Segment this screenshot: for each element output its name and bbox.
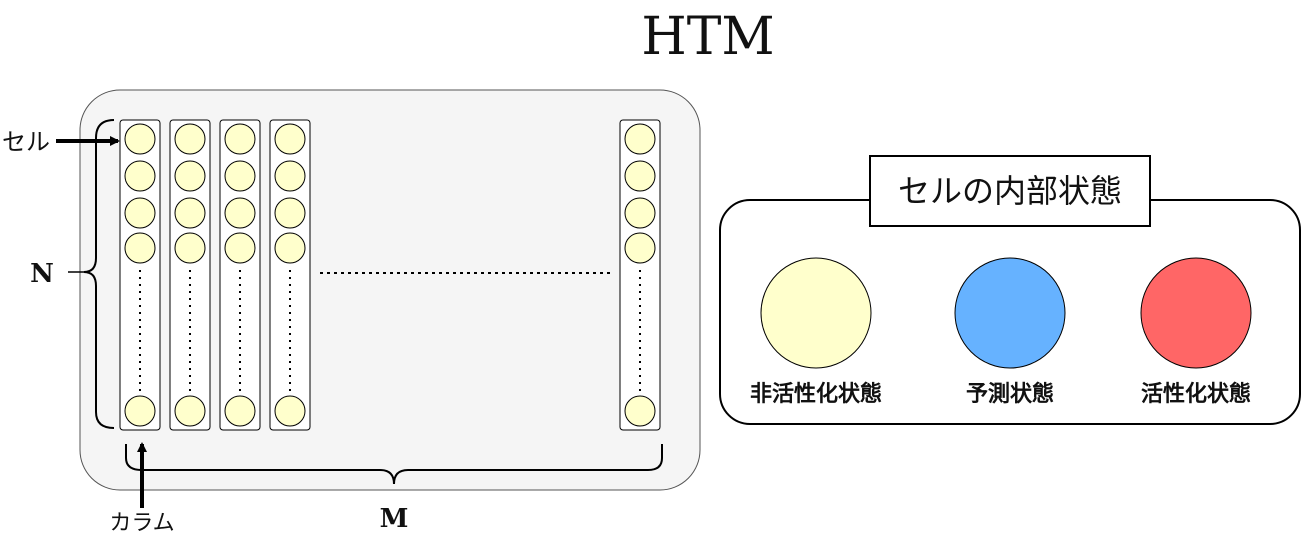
cell bbox=[274, 395, 306, 427]
legend-title: セルの内部状態 bbox=[898, 172, 1122, 210]
cell bbox=[124, 395, 156, 427]
active-state-label: 活性化状態 bbox=[1141, 381, 1251, 407]
cell bbox=[224, 232, 256, 264]
legend-state-active: 活性化状態 bbox=[1140, 257, 1252, 407]
column bbox=[119, 119, 161, 431]
columns-group bbox=[119, 119, 661, 431]
cell bbox=[224, 123, 256, 155]
cell bbox=[124, 197, 156, 229]
cell bbox=[624, 160, 656, 192]
cell bbox=[624, 197, 656, 229]
cell bbox=[274, 123, 306, 155]
cell bbox=[274, 160, 306, 192]
cell bbox=[174, 232, 206, 264]
m-label: M bbox=[380, 504, 409, 534]
cell bbox=[174, 123, 206, 155]
inactive-state-label: 非活性化状態 bbox=[750, 381, 882, 407]
active-state-swatch bbox=[1140, 257, 1252, 369]
cell bbox=[124, 123, 156, 155]
predictive-state-swatch bbox=[954, 257, 1066, 369]
cell bbox=[624, 232, 656, 264]
column bbox=[219, 119, 261, 431]
inactive-state-swatch bbox=[760, 257, 872, 369]
column-outline bbox=[169, 119, 211, 431]
cell bbox=[174, 197, 206, 229]
page-title: HTM bbox=[641, 7, 774, 67]
cell bbox=[174, 160, 206, 192]
cell bbox=[624, 123, 656, 155]
column-outline bbox=[219, 119, 261, 431]
cell bbox=[224, 160, 256, 192]
cell-label: セル bbox=[2, 128, 50, 156]
column-outline bbox=[119, 119, 161, 431]
column-outline bbox=[269, 119, 311, 431]
cell bbox=[274, 232, 306, 264]
column bbox=[619, 119, 661, 431]
cell bbox=[124, 160, 156, 192]
predictive-state-label: 予測状態 bbox=[966, 381, 1054, 407]
column-label: カラム bbox=[109, 511, 174, 536]
cell bbox=[624, 395, 656, 427]
n-label: N bbox=[30, 259, 54, 289]
cell bbox=[224, 197, 256, 229]
cell bbox=[274, 197, 306, 229]
legend-state-inactive: 非活性化状態 bbox=[750, 257, 882, 407]
legend-state-predictive: 予測状態 bbox=[954, 257, 1066, 407]
column bbox=[269, 119, 311, 431]
cell bbox=[124, 232, 156, 264]
column-outline bbox=[619, 119, 661, 431]
legend-title-box bbox=[869, 155, 1151, 227]
column bbox=[169, 119, 211, 431]
cell bbox=[174, 395, 206, 427]
m-brace bbox=[125, 444, 663, 485]
cell bbox=[224, 395, 256, 427]
